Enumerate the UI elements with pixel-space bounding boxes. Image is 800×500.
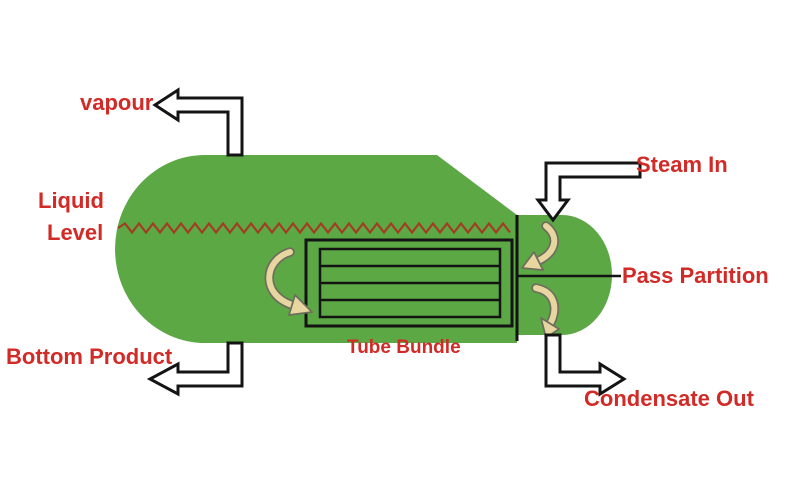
liquid-level-label-line1: Liquid xyxy=(38,188,104,213)
steam-flow-curve xyxy=(535,223,558,264)
pass-partition-label: Pass Partition xyxy=(622,263,769,288)
recirculation-flow-arrowhead xyxy=(288,294,313,316)
steam-in-label: Steam In xyxy=(636,152,728,177)
vapour-label: vapour xyxy=(80,90,154,115)
bottom-product-arrow xyxy=(146,341,244,397)
steam-flow-arrowhead xyxy=(521,251,544,271)
vapour-arrow xyxy=(152,87,244,157)
steam-in-arrow xyxy=(535,161,642,223)
condensate-flow-arrow xyxy=(531,283,560,339)
tube-bundle-outer xyxy=(304,238,514,328)
liquid-level-label-line2: Level xyxy=(47,220,103,245)
tube-bundle-label: Tube Bundle xyxy=(347,337,461,358)
tube-bundle xyxy=(304,238,514,328)
condensate-flow-curve xyxy=(533,285,558,327)
recirculation-flow-arrow xyxy=(264,247,313,316)
condensate-out-label: Condensate Out xyxy=(584,386,755,411)
steam-flow-arrow xyxy=(521,221,559,271)
recirculation-flow-curve xyxy=(266,249,295,308)
vessel-shell xyxy=(115,155,518,343)
liquid-level-line xyxy=(117,221,511,235)
condensate-out-arrow xyxy=(544,333,627,397)
bottom-product-label: Bottom Product xyxy=(6,344,173,369)
